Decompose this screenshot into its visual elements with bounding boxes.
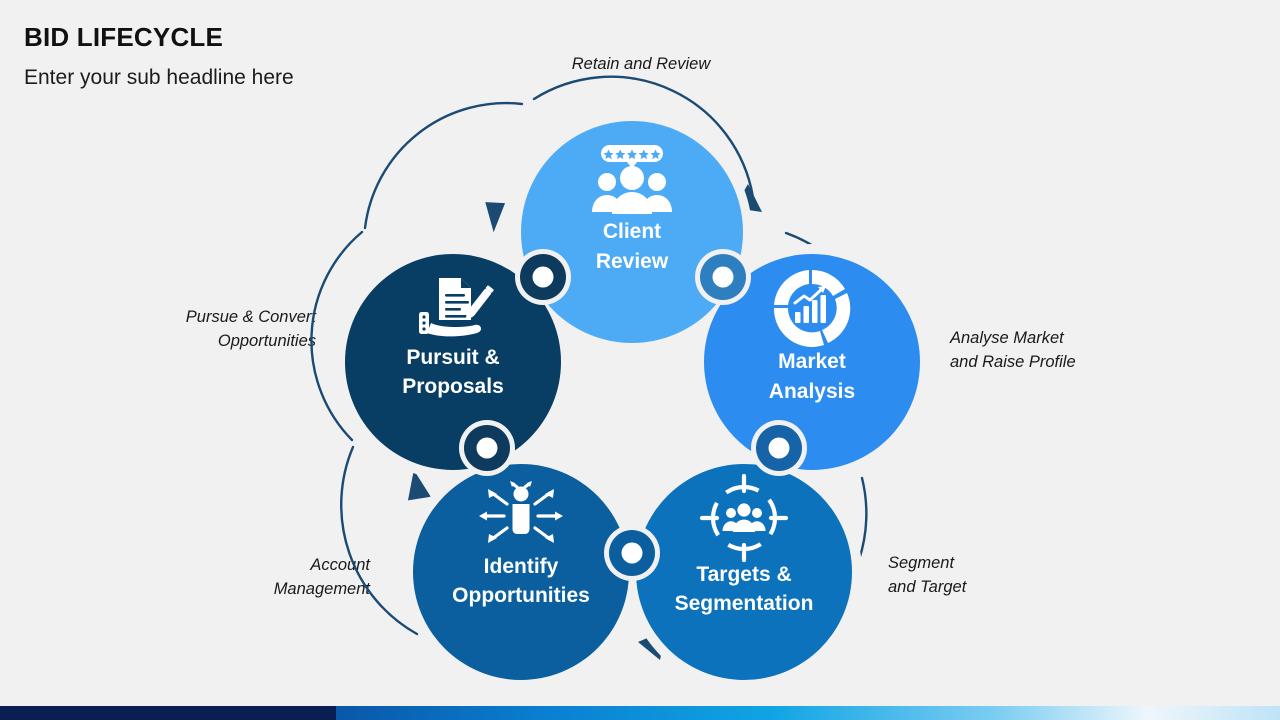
caption-segment-and-target: Segment and Target [888,554,967,596]
node-label-targets-segmentation: Targets & Segmentation [675,563,814,615]
node-label-identify-opportunities-line1: Identify [484,555,559,578]
target-audience-icon [699,473,789,563]
bottom-accent-bar [0,706,1280,720]
arrow-identify-to-pursuit [340,445,431,636]
connector-identify-pursuit [459,420,515,476]
node-label-pursuit-proposals-line1: Pursuit & [406,346,499,369]
node-circle-client-review [521,121,743,343]
arrow-pursuit-to-client [363,101,524,233]
node-label-market-analysis-line2: Analysis [769,380,855,403]
node-label-client-review: Client Review [596,220,669,273]
connector-pursuit-client [515,249,571,305]
node-circle-pursuit-proposals [345,254,561,470]
connector-client-market [695,249,751,305]
node-labels: Client Review Market Analysis Targets & … [402,220,855,615]
node-label-identify-opportunities-line2: Opportunities [452,584,590,607]
hand-document-pen-icon [419,278,494,337]
person-arrows-icon [479,481,563,543]
page-subtitle: Enter your sub headline here [24,66,294,89]
node-label-market-analysis: Market Analysis [769,350,855,403]
node-label-identify-opportunities: Identify Opportunities [452,555,590,607]
connector-dots [459,249,807,581]
node-label-market-analysis-line1: Market [778,350,846,373]
caption-analyse-market: Analyse Market and Raise Profile [950,329,1076,371]
bottom-bar-left-segment [0,706,336,720]
people-rating-icon [592,145,672,214]
node-circle-targets-segmentation [636,464,852,680]
connector-targets-identify [604,525,660,581]
bottom-bar-gradient-segment [336,706,1280,720]
node-label-client-review-line1: Client [603,220,661,243]
node-circles [345,121,920,680]
node-label-pursuit-proposals-line2: Proposals [402,375,504,398]
caption-pursue-and-convert: Pursue & Convert Opportunities [185,308,316,350]
node-label-pursuit-proposals: Pursuit & Proposals [402,346,504,398]
node-circle-identify-opportunities [413,464,629,680]
caption-retain-and-review: Retain and Review [571,55,711,73]
node-label-client-review-line2: Review [596,250,669,273]
connector-market-targets [751,420,807,476]
donut-chart-icon [773,269,851,347]
arc-pursuit-left [310,230,364,442]
node-circle-market-analysis [704,254,920,470]
node-label-targets-segmentation-line1: Targets & [696,563,791,586]
page-title: BID LIFECYCLE [24,22,224,52]
node-label-targets-segmentation-line2: Segmentation [675,592,814,615]
